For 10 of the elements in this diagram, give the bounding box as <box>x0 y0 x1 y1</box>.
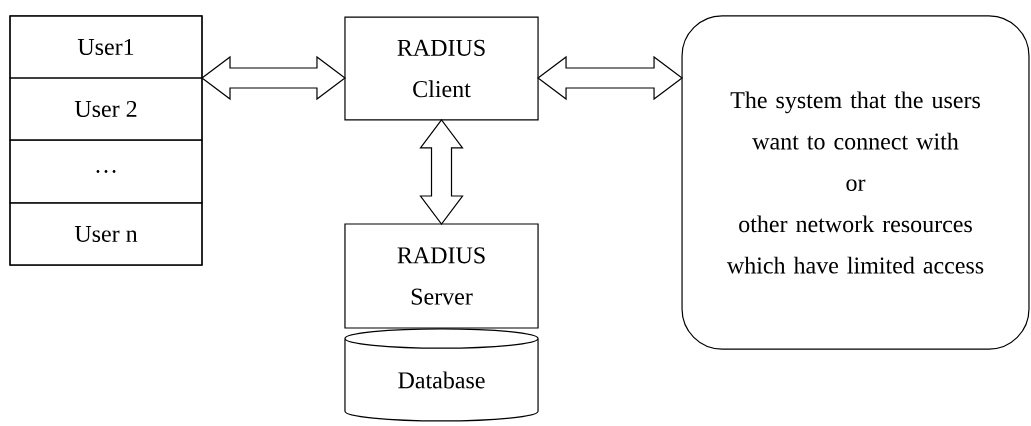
double-arrow <box>537 55 684 101</box>
process-box: RADIUS Server <box>344 223 539 329</box>
user-cell: … <box>9 139 203 204</box>
user-cell: User1 <box>9 15 203 79</box>
database-cylinder: Database <box>344 328 539 422</box>
process-box: RADIUS Client <box>344 16 539 121</box>
rounded-box: The system that the users want to connect with or other network resources which have limited access <box>681 15 1030 350</box>
user-cell: User 2 <box>9 77 203 141</box>
double-arrow <box>201 55 346 101</box>
user-cell: User n <box>9 202 203 266</box>
